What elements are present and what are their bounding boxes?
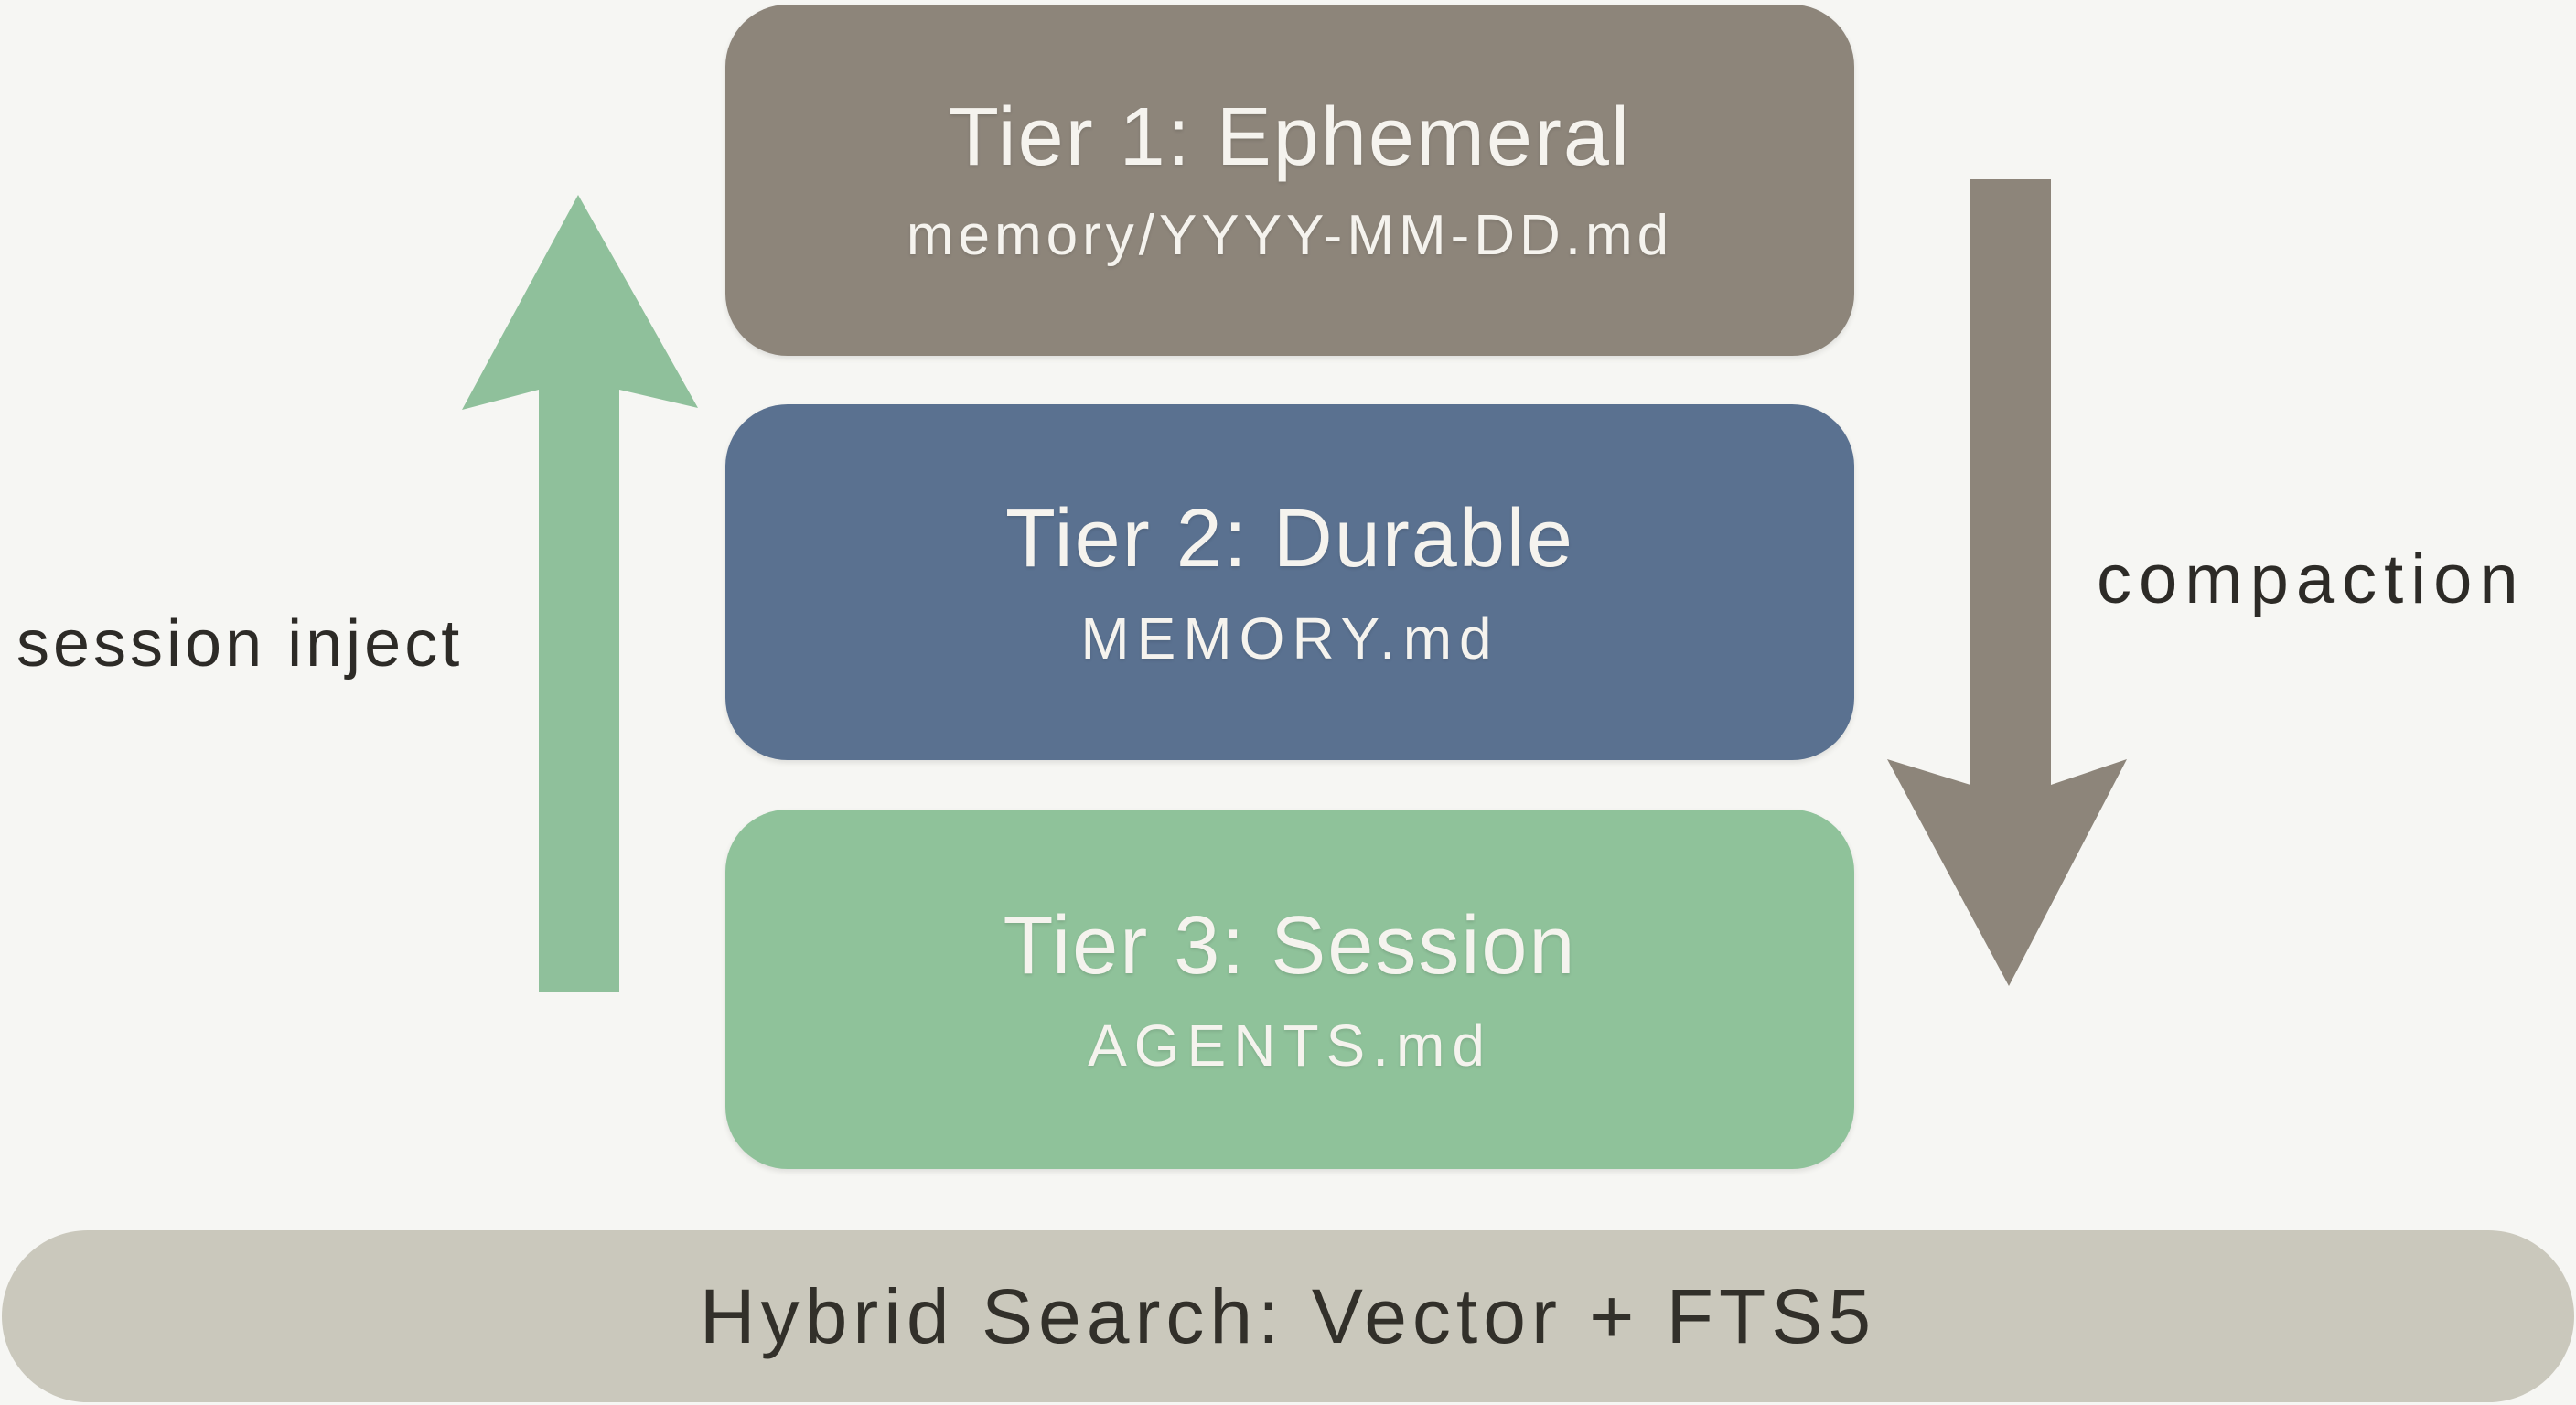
session-inject-label: session inject <box>16 607 464 681</box>
up-arrow-shape <box>462 195 698 992</box>
tier1-ephemeral-box: Tier 1: Ephemeral memory/YYYY-MM-DD.md <box>725 5 1854 356</box>
tier2-subtitle: MEMORY.md <box>1080 605 1499 671</box>
tier1-subtitle: memory/YYYY-MM-DD.md <box>906 204 1674 267</box>
hybrid-search-label: Hybrid Search: Vector + FTS5 <box>699 1273 1877 1359</box>
tier3-session-box: Tier 3: Session AGENTS.md <box>725 810 1854 1169</box>
tier3-title: Tier 3: Session <box>1003 899 1577 992</box>
tier3-subtitle: AGENTS.md <box>1088 1012 1492 1078</box>
up-arrow-icon <box>462 195 698 992</box>
tier2-durable-box: Tier 2: Durable MEMORY.md <box>725 404 1854 760</box>
down-arrow-shape <box>1887 179 2127 986</box>
hybrid-search-bar: Hybrid Search: Vector + FTS5 <box>2 1230 2574 1402</box>
compaction-label: compaction <box>2097 541 2526 618</box>
tier1-title: Tier 1: Ephemeral <box>949 91 1631 183</box>
down-arrow-icon <box>1887 179 2127 986</box>
tier2-title: Tier 2: Durable <box>1005 492 1574 585</box>
